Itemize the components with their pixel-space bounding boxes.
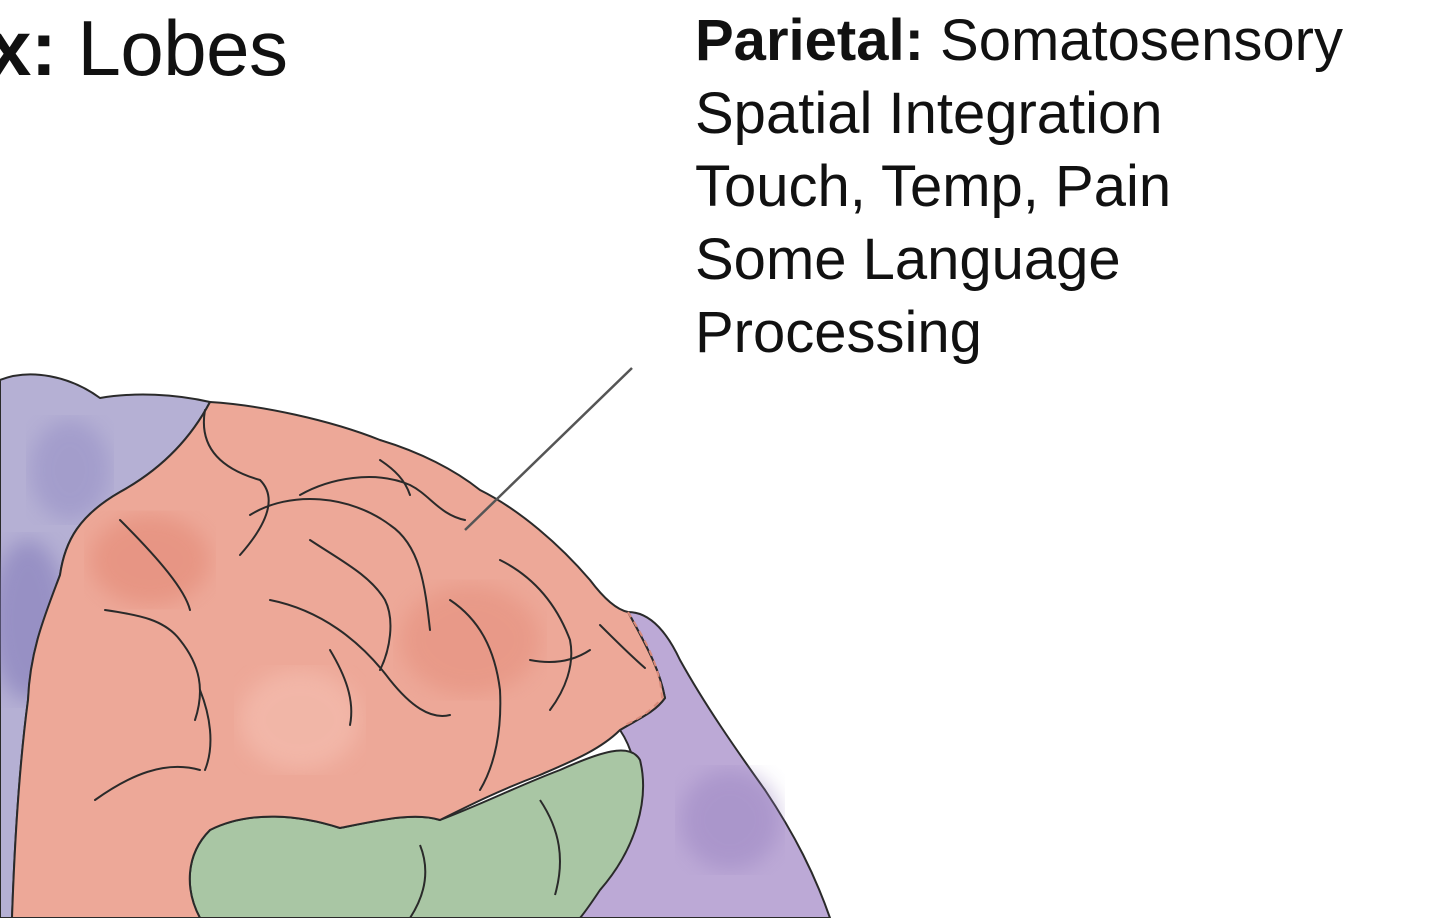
callout-line-4: Some Language	[695, 227, 1121, 292]
title-bold-part: x:	[0, 4, 57, 92]
callout-first-line-text: Somatosensory	[923, 8, 1343, 73]
title-text: Lobes	[56, 4, 289, 92]
callout-line-2: Spatial Integration	[695, 81, 1163, 146]
parietal-lobe	[10, 400, 667, 918]
callout-line-1: Parietal: Somatosensory	[695, 4, 1435, 77]
parietal-callout: Parietal: Somatosensory Spatial Integrat…	[695, 4, 1435, 369]
frontal-lobe	[0, 373, 212, 918]
callout-line-5: Processing	[695, 300, 982, 365]
callout-heading: Parietal:	[695, 8, 924, 73]
occipital-lobe	[573, 610, 832, 918]
slide-title: x: Lobes	[0, 4, 289, 92]
temporal-lobe	[188, 749, 644, 918]
sulci-lines	[94, 409, 646, 801]
callout-leader-line	[464, 367, 633, 531]
callout-line-3: Touch, Temp, Pain	[695, 154, 1172, 219]
